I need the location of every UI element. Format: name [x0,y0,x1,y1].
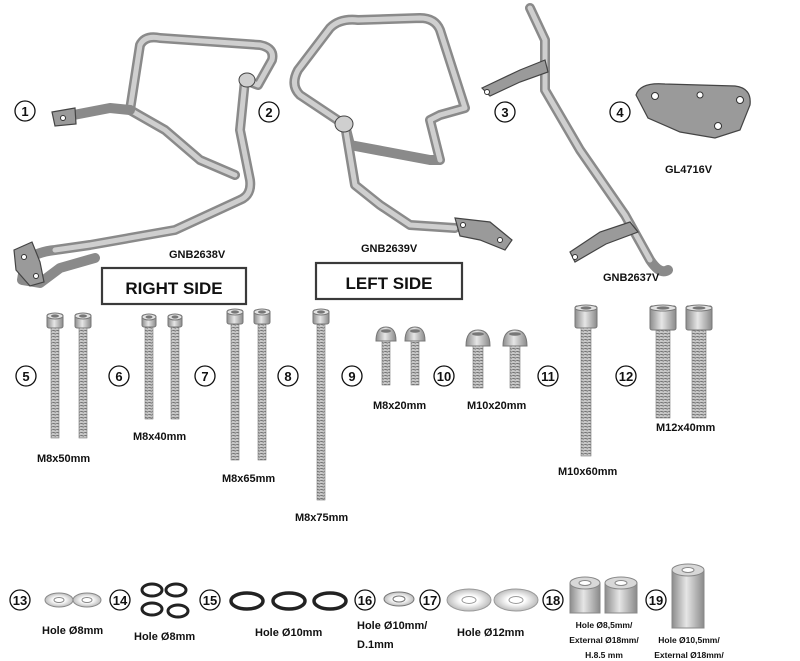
label-w13: Hole Ø8mm [42,625,103,637]
label-m10x20: M10x20mm [467,400,527,412]
label-gl4716v: GL4716V [665,164,713,176]
callout-number: 16 [358,593,372,608]
bracket-gnb2638v [13,32,278,288]
spacer-18 [569,576,638,614]
callout-number: 9 [348,369,355,384]
spacer-19 [671,563,705,629]
screw-9b [404,326,426,386]
callout-16: 16 [354,589,376,611]
label-w18-line3: H.8.5 mm [585,650,623,660]
screw-10a [465,329,491,389]
washer-16 [383,591,415,607]
plate-gl4716v [635,83,751,139]
left-side-box: LEFT SIDE [314,261,464,301]
callout-13: 13 [9,589,31,611]
label-m8x20: M8x20mm [373,400,426,412]
callout-number: 2 [265,105,272,120]
label-gnb2638v: GNB2638V [169,249,226,261]
callout-number: 5 [22,369,29,384]
screw-6b [167,313,183,420]
label-w16-line2: D.1mm [357,639,394,651]
screw-7b [253,308,271,461]
screw-8 [312,308,330,501]
washer-15 [229,591,348,611]
callout-3: 3 [494,101,516,123]
screw-11 [574,304,598,457]
callout-number: 15 [203,593,217,608]
washer-14 [140,582,190,619]
bracket-gnb2637v [480,3,673,277]
callout-number: 12 [619,369,633,384]
callout-1: 1 [14,100,36,122]
callout-17: 17 [419,589,441,611]
callout-number: 7 [201,369,208,384]
label-m12x40: M12x40mm [656,422,716,434]
callout-9: 9 [341,365,363,387]
screw-6a [141,313,157,420]
screw-12b [685,304,713,419]
washer-17 [446,588,539,612]
screw-10b [502,329,528,389]
callout-10: 10 [433,365,455,387]
callout-number: 18 [546,593,560,608]
callout-number: 13 [13,593,27,608]
washer-13 [44,592,102,608]
label-m8x40: M8x40mm [133,431,186,443]
label-gnb2637v: GNB2637V [603,272,660,284]
callout-8: 8 [277,365,299,387]
callout-15: 15 [199,589,221,611]
label-w17: Hole Ø12mm [457,627,524,639]
screw-12a [649,304,677,419]
left-side-label: LEFT SIDE [346,274,433,293]
callout-number: 19 [649,593,663,608]
callout-18: 18 [542,589,564,611]
callout-2: 2 [258,101,280,123]
callout-11: 11 [537,365,559,387]
right-side-box: RIGHT SIDE [100,266,248,306]
callout-number: 4 [616,105,624,120]
label-m10x60: M10x60mm [558,466,618,478]
screw-5b [74,312,92,439]
callout-12: 12 [615,365,637,387]
label-m8x75: M8x75mm [295,512,348,524]
label-w19-line1: Hole Ø10,5mm/ [658,635,720,645]
callout-number: 8 [284,369,291,384]
label-w15: Hole Ø10mm [255,627,322,639]
callout-14: 14 [109,589,131,611]
label-w19-line2: External Ø18mm/ [654,650,724,660]
callout-number: 3 [501,105,508,120]
callout-number: 6 [115,369,122,384]
label-w16-line1: Hole Ø10mm/ [357,620,427,632]
screw-5a [46,312,64,439]
callout-5: 5 [15,365,37,387]
label-w18-line2: External Ø18mm/ [569,635,639,645]
callout-4: 4 [609,101,631,123]
label-m8x65: M8x65mm [222,473,275,485]
callout-7: 7 [194,365,216,387]
label-gnb2639v: GNB2639V [361,243,418,255]
screw-9a [375,326,397,386]
callout-number: 10 [437,369,451,384]
screw-7a [226,308,244,461]
callout-number: 17 [423,593,437,608]
right-side-label: RIGHT SIDE [125,279,222,298]
bracket-gnb2639v [289,13,513,251]
callout-number: 14 [113,593,128,608]
callout-19: 19 [645,589,667,611]
label-m8x50: M8x50mm [37,453,90,465]
callout-6: 6 [108,365,130,387]
callout-number: 1 [21,104,28,119]
label-w18-line1: Hole Ø8,5mm/ [576,620,633,630]
callout-number: 11 [541,369,555,384]
label-w14: Hole Ø8mm [134,631,195,643]
